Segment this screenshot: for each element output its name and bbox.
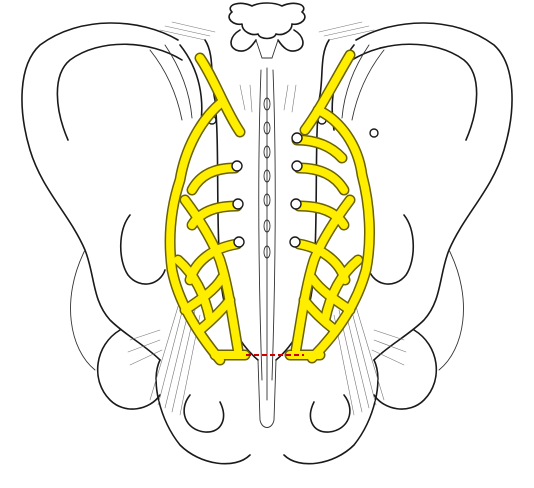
right-ilium [332,23,512,360]
lumbar-vertebra [229,3,305,58]
